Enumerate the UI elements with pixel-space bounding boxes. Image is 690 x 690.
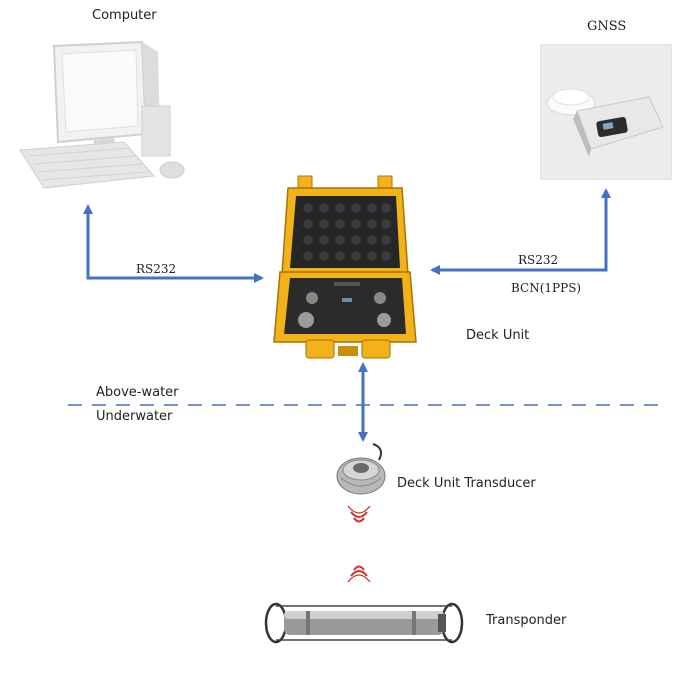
acoustic-signal-up bbox=[347, 565, 371, 583]
acoustic-signal-down bbox=[347, 505, 371, 523]
transducer-icon bbox=[333, 442, 393, 498]
bcn-label: BCN(1PPS) bbox=[511, 281, 582, 295]
rs232-left-label: RS232 bbox=[136, 262, 177, 276]
transponder-label: Transponder bbox=[486, 613, 567, 628]
transponder-icon bbox=[262, 600, 466, 646]
desktop-computer-icon bbox=[14, 38, 194, 198]
rs232-gnss-link bbox=[430, 188, 611, 275]
deck-unit-case-icon bbox=[268, 172, 430, 368]
underwater-label: Underwater bbox=[96, 409, 173, 424]
gnss-label: GNSS bbox=[587, 19, 627, 34]
gnss-receiver-icon bbox=[540, 44, 672, 180]
above-water-label: Above-water bbox=[96, 385, 179, 400]
computer-label: Computer bbox=[92, 8, 157, 23]
deck-unit-label: Deck Unit bbox=[466, 328, 530, 343]
rs232-computer-link bbox=[83, 204, 264, 283]
deck-unit-transducer-label: Deck Unit Transducer bbox=[397, 476, 536, 491]
rs232-right-label: RS232 bbox=[518, 253, 559, 267]
